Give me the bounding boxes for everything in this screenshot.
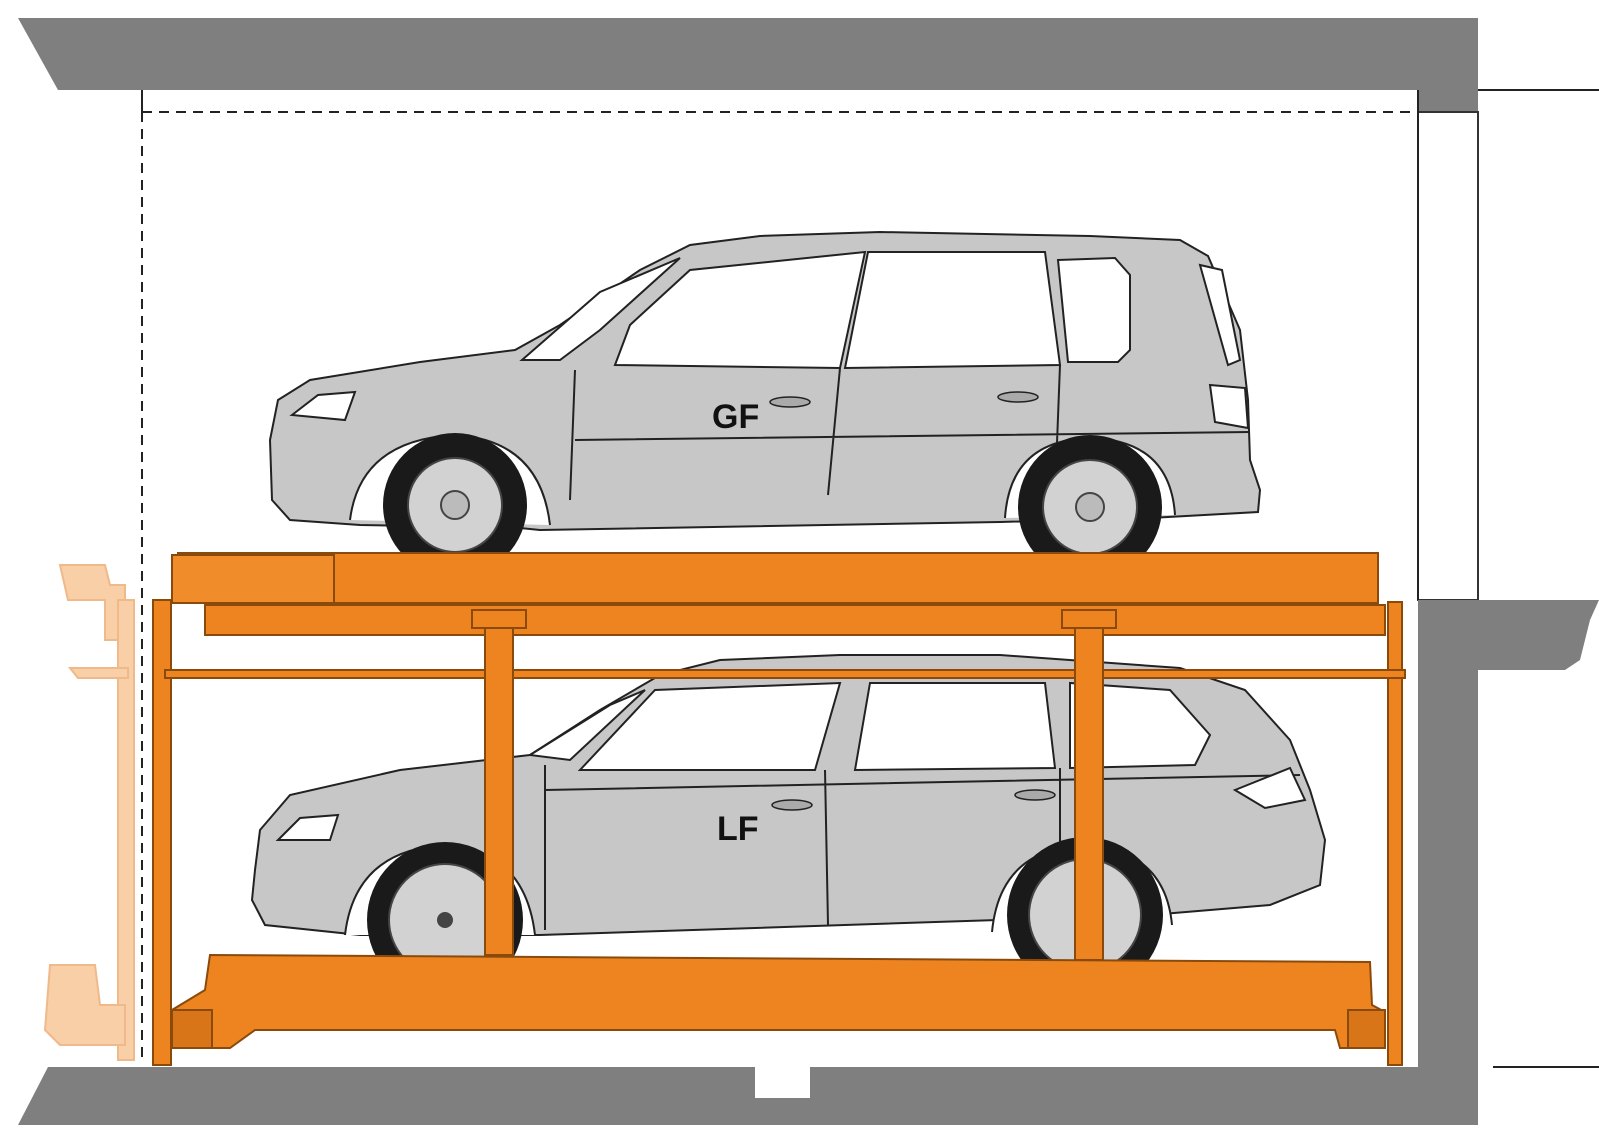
ceiling-slab: [18, 18, 1478, 112]
upper-platform-beam: [204, 604, 1386, 636]
right-pit-wall: [1418, 600, 1599, 1125]
lower-car: LF: [250, 654, 1327, 998]
support-column-left: [484, 619, 514, 956]
lift-structure: [152, 552, 1406, 1066]
lower-car-headlight: [275, 813, 340, 841]
upper-car-rear-window: [843, 251, 1062, 370]
concrete-structure: [18, 18, 1599, 1125]
lower-car-label: LF: [717, 810, 759, 848]
upper-car-tail-glass: [1198, 263, 1242, 367]
upper-car-back-window: [1056, 256, 1131, 363]
lower-car-handle-front: [771, 799, 813, 811]
support-column-right: [1074, 619, 1104, 961]
upper-car-front-window: [613, 250, 867, 370]
upper-car-windshield: [519, 257, 681, 361]
lower-car-front-hub: [437, 912, 453, 928]
upper-car-rear-hub: [1075, 492, 1105, 522]
ghost-post: [117, 599, 135, 1061]
lower-car-front-window: [577, 681, 842, 771]
clearance-solid: [141, 90, 1419, 112]
lower-car-windshield: [527, 689, 646, 762]
ghost-mid-bracket: [67, 667, 129, 679]
upper-car-front-hub: [440, 490, 470, 520]
ghost-lower-end: [43, 964, 126, 1046]
lower-car-handle-rear: [1014, 789, 1056, 801]
lift-right-post: [1387, 601, 1403, 1066]
ghost-upper-end: [58, 564, 126, 641]
upper-car-label: GF: [712, 398, 759, 436]
lower-platform-deck: [171, 953, 1386, 1049]
support-column-right-cap: [1061, 609, 1117, 629]
guide-rail: [164, 669, 1406, 679]
lower-platform-bracket-right: [1347, 1009, 1386, 1049]
ghost-platform-ends: [43, 564, 135, 1061]
upper-platform-deck: [177, 552, 1379, 604]
upper-car-door-lines: [569, 364, 1251, 501]
upper-car-headlight: [289, 390, 357, 422]
clearance-envelope: [141, 90, 1419, 1060]
upper-platform-end-left: [171, 554, 335, 604]
support-column-left-cap: [471, 609, 527, 629]
lower-car-back-window: [1069, 681, 1212, 770]
lower-car-taillight: [1232, 766, 1307, 810]
right-upper-wall: [1417, 111, 1479, 601]
pit-floor: [18, 1067, 1418, 1125]
upper-car-handle-front: [769, 396, 811, 408]
lower-car-door-lines: [544, 765, 1301, 930]
lower-car-rear-window: [853, 682, 1057, 772]
upper-car: GF: [268, 230, 1262, 579]
lower-platform-bracket-left: [171, 1009, 213, 1049]
upper-car-taillight: [1208, 383, 1250, 430]
lift-left-post: [152, 599, 172, 1066]
upper-car-handle-rear: [997, 391, 1039, 403]
